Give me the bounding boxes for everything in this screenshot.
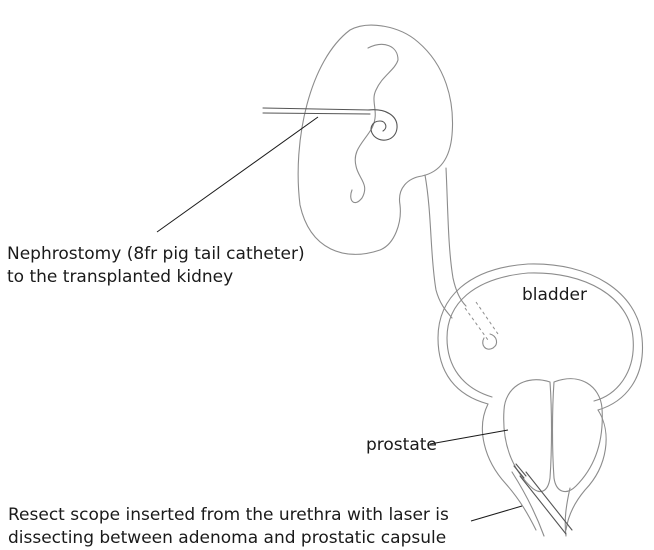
scope-shaft-top xyxy=(520,476,566,534)
resect-scope-label-line-2: dissecting between adenoma and prostatic… xyxy=(8,527,449,550)
nephrostomy-label: Nephrostomy (8fr pig tail catheter) to t… xyxy=(7,243,305,289)
prostatic-capsule xyxy=(482,404,606,530)
leader-resect-scope xyxy=(471,506,522,521)
ureter xyxy=(425,168,466,318)
ureter-left-wall xyxy=(425,175,452,318)
pigtail-coil xyxy=(368,110,397,140)
transplanted-kidney xyxy=(298,25,452,254)
resectoscope xyxy=(512,464,572,536)
intramural-ureter-dashed-1 xyxy=(465,308,488,340)
resect-scope-label-line-1: Resect scope inserted from the urethra w… xyxy=(8,504,449,527)
prostate-label: prostate xyxy=(366,434,437,457)
catheter-line-top xyxy=(263,108,370,110)
renal-sinus xyxy=(351,44,398,202)
urethra-wall-left xyxy=(512,472,544,536)
bladder-label: bladder xyxy=(522,284,587,307)
kidney-outline xyxy=(298,25,452,254)
nephrostomy-catheter xyxy=(263,108,397,140)
prostate-right-lobe xyxy=(553,379,603,492)
urethra-wall-right xyxy=(565,488,570,536)
nephrostomy-label-line-1: Nephrostomy (8fr pig tail catheter) xyxy=(7,243,305,266)
ureteral-orifice xyxy=(483,334,497,349)
nephrostomy-label-line-2: to the transplanted kidney xyxy=(7,266,305,289)
intramural-ureter-dashed-2 xyxy=(476,302,498,334)
resect-scope-label: Resect scope inserted from the urethra w… xyxy=(8,504,449,550)
leader-nephrostomy xyxy=(157,117,318,232)
leader-prostate xyxy=(430,430,508,444)
catheter-line-bottom xyxy=(263,113,370,114)
